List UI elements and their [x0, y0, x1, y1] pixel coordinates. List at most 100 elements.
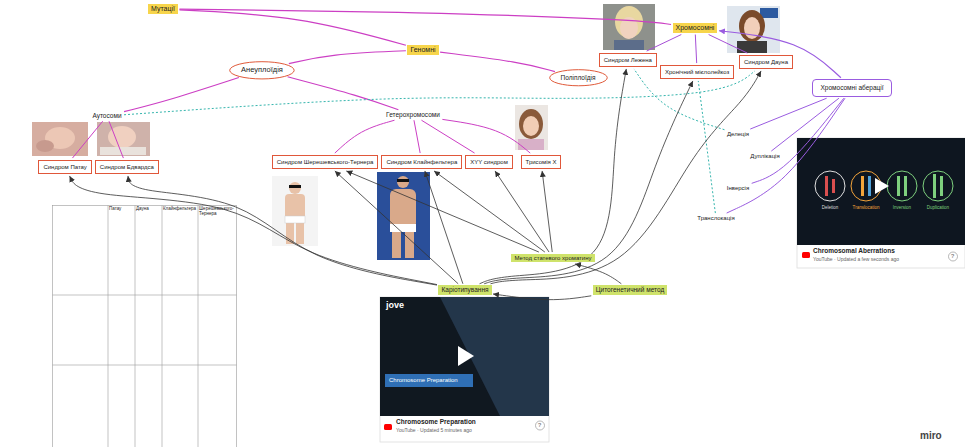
video-meta: YouTube · Updated a few seconds ago [813, 257, 899, 263]
syndrome-box: Синдром Дауна [739, 55, 793, 70]
node-text: Гетерохромосоми [386, 111, 440, 118]
patient-figure-part [286, 222, 294, 244]
patient-figure-part [405, 228, 414, 258]
table-cell: Шерешевського-Тернера [199, 207, 236, 217]
woman-photo-part [737, 41, 767, 53]
comparison-table-part [135, 206, 136, 447]
node-text: Дуплікація [750, 153, 779, 160]
connector [493, 294, 591, 300]
method-highlight: Метод статевого хроматину [511, 254, 594, 263]
comparison-table-part [108, 206, 109, 447]
connector [698, 81, 715, 213]
video-card-part [949, 252, 958, 261]
baby-photo-part [100, 147, 146, 155]
thumbnail-caption: Inversion [884, 206, 920, 211]
comparison-table-part [162, 206, 163, 447]
node-text: Цитогенетичний метод [596, 286, 664, 293]
patient-figure-part [392, 228, 401, 258]
connector [414, 120, 420, 153]
node-text: Поліплоїдія [561, 74, 596, 81]
node-text: Аутосоми [92, 112, 121, 119]
video-card-part [380, 297, 549, 416]
watermark: miro [920, 430, 942, 441]
comparison-table [53, 206, 237, 447]
connector [124, 78, 239, 112]
node-text: Хромосомні [676, 24, 715, 32]
node-text: Інверсія [727, 185, 749, 192]
help-icon: ? [951, 253, 955, 260]
node-text: Мутації [151, 5, 175, 13]
girl-photo [515, 105, 548, 150]
video-card-part [797, 138, 965, 245]
thumbnail-title: Chromosome Preparation [389, 377, 458, 384]
text-node: Делеція [726, 131, 750, 138]
patient-figure [272, 176, 318, 246]
connector [442, 119, 530, 153]
patient-figure-part [296, 222, 304, 244]
node-text: Хронічний мієлолейкоз [665, 69, 729, 76]
comparison-table-part [53, 206, 237, 447]
syndrome-box: XYY синдром [465, 155, 513, 170]
syndrome-box: Синдром Едвардса [95, 160, 159, 175]
child-photo [603, 4, 655, 50]
child-photo-part [615, 6, 643, 38]
girl-photo-part [518, 139, 544, 150]
video-card [797, 138, 965, 268]
node-text: Метод статевого хроматину [514, 255, 591, 262]
patient-figure [377, 172, 430, 260]
girl-photo-part [515, 105, 548, 150]
syndrome-box: Синдром Лежена [599, 53, 657, 68]
thumbnail-caption: Translocation [848, 206, 884, 211]
video-card-part [875, 178, 889, 194]
syndrome-box: Синдром Клайнфельтера [381, 155, 462, 170]
baby-photo-part [36, 140, 54, 152]
connector [289, 51, 406, 64]
video-card-part [536, 421, 545, 430]
baby-photo-part [32, 122, 88, 156]
topic-highlight: Хромосомні [673, 23, 718, 33]
connector [346, 171, 539, 252]
connector [750, 98, 826, 129]
video-card-part [825, 176, 828, 196]
child-photo-part [614, 40, 644, 50]
thumbnail-caption: Deletion [812, 206, 848, 211]
node-text: Синдром Дауна [744, 59, 788, 66]
method-highlight: Каріотипування [438, 285, 491, 294]
topic-box: Хромосомні аберації [812, 79, 893, 96]
node-text: Анеуплоїдія [241, 66, 283, 75]
connector [647, 35, 682, 52]
girl-photo-part [523, 116, 539, 136]
node-text: Транслокація [697, 215, 734, 222]
text-node: Транслокація [696, 215, 735, 222]
patient-figure-part [285, 216, 305, 223]
node-text: Синдром Шерешевського-Тернера [277, 159, 374, 166]
text-node: Дуплікація [749, 153, 780, 160]
syndrome-box: Хронічний мієлолейкоз [660, 65, 734, 80]
video-card-part [458, 346, 474, 366]
baby-photo-part [97, 122, 150, 156]
connector [771, 98, 839, 151]
table-cell: Клайнфельтера [163, 207, 197, 212]
thumbnail-caption: Duplication [920, 206, 956, 211]
connector [484, 81, 693, 284]
method-highlight: Цитогенетичний метод [593, 285, 667, 294]
patient-figure-part [397, 179, 409, 182]
node-text: Трисомія X [526, 159, 557, 166]
help-icon: ? [538, 422, 542, 429]
video-card-part [868, 176, 871, 196]
video-card-part [861, 176, 864, 196]
video-card-part [815, 171, 845, 201]
node-text: Синдром Лежена [604, 57, 652, 64]
video-card-part [940, 176, 943, 196]
child-photo-part [603, 4, 655, 50]
video-card-part [933, 174, 936, 198]
connector [440, 52, 555, 72]
node-text: Синдром Едвардса [100, 164, 154, 171]
video-card-part [385, 374, 473, 387]
connector [709, 35, 748, 54]
ellipse-outline [230, 61, 294, 78]
